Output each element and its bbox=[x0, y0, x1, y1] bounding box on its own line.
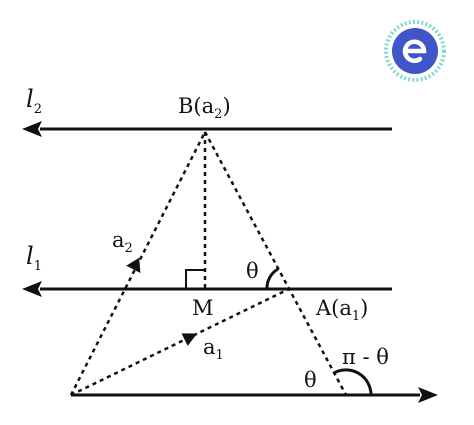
vector-a1 bbox=[70, 287, 290, 397]
logo-ring bbox=[384, 20, 446, 82]
logo-e-letter bbox=[402, 39, 427, 63]
right-angle-marker bbox=[185, 269, 205, 289]
label-theta-upper: θ bbox=[246, 259, 259, 283]
label-theta-lower: θ bbox=[304, 368, 317, 392]
line-l2-arrowhead bbox=[22, 121, 42, 137]
label-M: M bbox=[192, 296, 214, 320]
e-logo bbox=[384, 20, 446, 82]
line-l1-arrowhead bbox=[22, 281, 42, 297]
angle-arc-pi-minus-theta bbox=[333, 368, 373, 396]
label-l2: l2 bbox=[26, 85, 42, 117]
label-l1: l1 bbox=[26, 242, 42, 274]
vector-a2-arrowhead bbox=[126, 257, 141, 273]
label-B: B(a2) bbox=[178, 94, 231, 122]
angle-arc-theta-upper bbox=[265, 267, 279, 290]
segment-BA-extended bbox=[203, 131, 348, 396]
vector-a1-arrowhead bbox=[181, 333, 198, 346]
reference-line bbox=[71, 387, 438, 403]
label-pi-minus-theta: π - θ bbox=[342, 345, 389, 369]
label-a2: a2 bbox=[112, 228, 133, 256]
reference-line-arrowhead bbox=[418, 387, 438, 403]
line-l2 bbox=[22, 121, 392, 137]
label-a1: a1 bbox=[203, 335, 224, 363]
line-l1 bbox=[22, 281, 392, 297]
label-A: A(a1) bbox=[315, 296, 368, 324]
